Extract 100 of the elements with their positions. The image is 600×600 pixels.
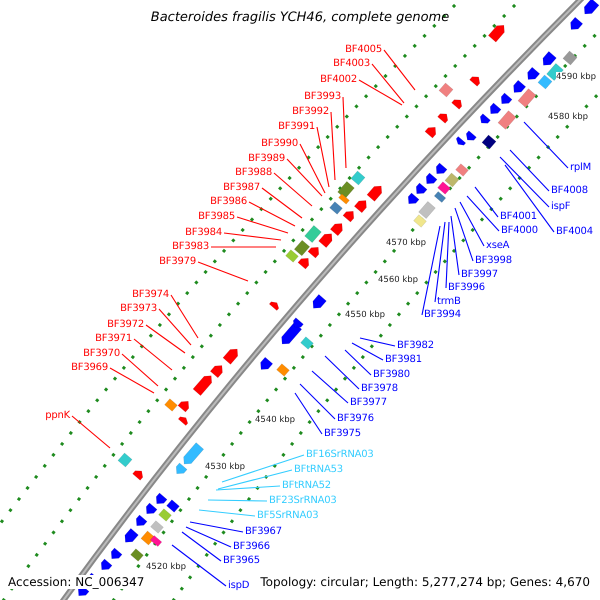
gene-label: ispF <box>551 201 570 213</box>
gene-label: BF3983 <box>172 241 209 253</box>
gene-label: BF4002 <box>320 74 357 86</box>
leader-line <box>474 186 498 218</box>
leader-line <box>330 112 336 180</box>
leader-line <box>216 485 280 491</box>
scale-label: 4590 kbp <box>556 72 596 82</box>
gene-label: BF16SrRNA03 <box>306 449 374 461</box>
leader-line <box>182 532 222 562</box>
gene-label: BF4003 <box>333 58 370 70</box>
leader-line <box>360 337 396 347</box>
leader-line <box>300 384 336 420</box>
leader-line <box>222 454 304 483</box>
leader-line <box>122 354 158 386</box>
leader-line <box>460 202 484 246</box>
gene-label: BF3997 <box>461 269 498 281</box>
leader-line <box>421 226 441 316</box>
leader-line <box>211 246 276 248</box>
scale-label: 4580 kbp <box>548 112 588 122</box>
leader-line <box>324 356 360 390</box>
gene-label: BF3969 <box>71 362 108 374</box>
gene-label: BF4000 <box>501 225 538 237</box>
leader-line <box>224 232 282 241</box>
leader-line <box>218 469 292 490</box>
leader-line <box>352 342 384 360</box>
leader-line <box>146 324 186 354</box>
leader-line <box>286 158 322 196</box>
gene-label: BF3987 <box>223 182 260 194</box>
gene-label: BF3973 <box>120 303 157 315</box>
gene-label: BF3993 <box>304 91 341 103</box>
gene-label: BF3984 <box>185 227 222 239</box>
accession-text: Accession: NC_006347 <box>8 575 144 589</box>
leader-line <box>344 350 372 376</box>
leader-line <box>445 222 450 288</box>
leader-line <box>110 368 154 394</box>
leader-line <box>208 499 267 502</box>
leader-line <box>384 50 416 90</box>
gene-label: rplM <box>570 162 592 174</box>
leader-line <box>170 294 198 338</box>
leader-line <box>158 308 192 346</box>
leader-line <box>450 216 460 276</box>
gene-label: BF3972 <box>107 319 144 331</box>
scale-label: 4520 kbp <box>146 562 186 572</box>
leader-line <box>372 64 404 104</box>
leader-line <box>358 80 402 106</box>
gene-label: BF5SrRNA03 <box>257 510 318 522</box>
leader-line <box>312 370 348 404</box>
leader-line <box>524 122 568 168</box>
gene-label: BF3966 <box>233 541 270 553</box>
gene-label: BF3991 <box>278 121 315 133</box>
gene-label: BF3970 <box>83 348 120 360</box>
leader-line <box>274 172 312 206</box>
leader-line <box>504 164 554 232</box>
leader-line <box>134 338 172 370</box>
gene-label: BFtRNA53 <box>294 464 343 476</box>
gene-label: BF3978 <box>361 383 398 395</box>
gene-label: ppnK <box>45 410 70 422</box>
leader-line <box>434 222 446 302</box>
gene-label: BF3977 <box>350 397 387 409</box>
gene-label: BF3988 <box>235 167 272 179</box>
gene-label: BF3992 <box>292 106 329 118</box>
gene-label: BF23SrRNA03 <box>269 495 337 507</box>
title: Bacteroides fragilis YCH46, complete genome <box>150 10 450 26</box>
gene-label: BF3994 <box>424 309 461 321</box>
leader-line <box>294 392 322 434</box>
gene-label: BF3986 <box>210 196 247 208</box>
leader-line <box>198 261 248 282</box>
leader-line <box>342 96 347 168</box>
leader-line <box>500 156 550 208</box>
leader-line <box>172 544 226 586</box>
gene-label: BF3979 <box>159 256 196 268</box>
leader-line <box>316 126 330 188</box>
leader-line <box>454 208 474 262</box>
gene-label: ispD <box>228 580 250 592</box>
topology-text: Topology: circular; Length: 5,277,274 bp; Genes: 4,670 <box>260 575 590 589</box>
gene-label: BF3971 <box>95 333 132 345</box>
gene-label: BFtRNA52 <box>282 480 331 492</box>
gene-label: BF3985 <box>198 211 235 223</box>
gene-label: BF3980 <box>373 369 410 381</box>
leader-line <box>262 188 302 218</box>
scale-label: 4560 kbp <box>378 275 418 285</box>
gene-label: BF3965 <box>223 555 260 567</box>
scale-label: 4570 kbp <box>386 238 426 248</box>
leader-line <box>190 521 244 533</box>
leader-line <box>198 509 256 517</box>
leader-line <box>186 526 232 548</box>
gene-label: BF3982 <box>397 340 434 352</box>
gene-label: BF4008 <box>551 185 588 197</box>
gene-label: BF3989 <box>248 153 285 165</box>
scale-label: 4530 kbp <box>205 462 246 472</box>
leader-line <box>300 144 326 194</box>
gene-label: BF3967 <box>245 526 282 538</box>
leader-line <box>72 416 110 448</box>
leader-line <box>466 196 500 232</box>
gene-label: BF3974 <box>132 289 169 301</box>
gene-label: xseA <box>486 240 510 252</box>
gene-label: BF3990 <box>261 138 298 150</box>
gene-label: BF4001 <box>500 211 537 223</box>
scale-label: 4540 kbp <box>255 415 296 425</box>
leader-line <box>236 216 288 234</box>
